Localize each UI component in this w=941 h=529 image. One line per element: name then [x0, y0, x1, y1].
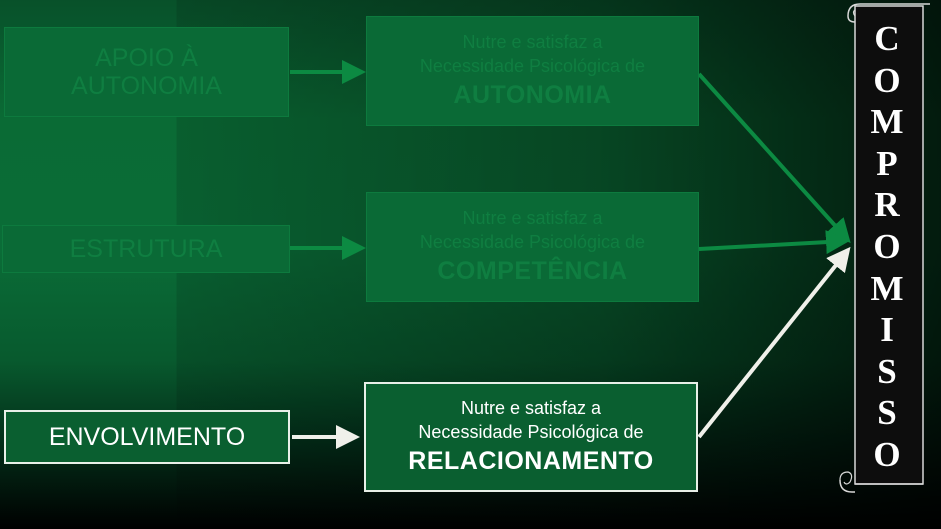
need-competencia-line2: Necessidade Psicológica de [419, 232, 646, 252]
compromisso-letter: I [880, 310, 894, 350]
arrow-autonomia-to-compromisso [697, 72, 851, 243]
need-competencia-line1: Nutre e satisfaz a [462, 208, 603, 228]
envolvimento-box: ENVOLVIMENTO [4, 410, 290, 464]
need-competencia-box: Nutre e satisfaz a Necessidade Psicológi… [366, 192, 699, 302]
need-autonomia-line1: Nutre e satisfaz a [462, 32, 603, 52]
need-relacionamento-title: RELACIONAMENTO [408, 447, 654, 475]
need-autonomia-line2: Necessidade Psicológica de [419, 56, 646, 76]
compromisso-letter: M [870, 102, 904, 142]
compromisso-letter: R [874, 185, 900, 225]
need-relacionamento-line2: Necessidade Psicológica de [418, 422, 644, 442]
estrutura-label: ESTRUTURA [69, 235, 223, 263]
estrutura-box: ESTRUTURA [2, 225, 290, 273]
compromisso-letter: O [873, 434, 901, 474]
need-competencia-title: COMPETÊNCIA [437, 257, 628, 285]
envolvimento-label: ENVOLVIMENTO [48, 423, 246, 451]
need-relacionamento-box: Nutre e satisfaz a Necessidade Psicológi… [364, 382, 698, 492]
arrow-relacionamento-to-compromisso [697, 246, 851, 439]
scroll-banner [839, 3, 930, 493]
compromisso-letter: S [877, 393, 897, 433]
arrow-competencia-to-compromisso [698, 230, 850, 255]
need-autonomia-box: Nutre e satisfaz a Necessidade Psicológi… [366, 16, 699, 126]
need-autonomia-title: AUTONOMIA [453, 81, 612, 109]
apoio-autonomia-label: APOIO À AUTONOMIA [71, 44, 222, 100]
compromisso-letter: O [873, 60, 901, 100]
compromisso-letter: O [873, 226, 901, 266]
compromisso-word: C O M P R O M I S S O [865, 19, 909, 474]
need-relacionamento-line1: Nutre e satisfaz a [460, 398, 602, 418]
compromisso-letter: P [876, 143, 898, 183]
compromisso-letter: M [870, 268, 904, 308]
compromisso-letter: S [877, 351, 897, 391]
compromisso-letter: C [874, 19, 900, 58]
apoio-autonomia-box: APOIO À AUTONOMIA [4, 27, 289, 117]
